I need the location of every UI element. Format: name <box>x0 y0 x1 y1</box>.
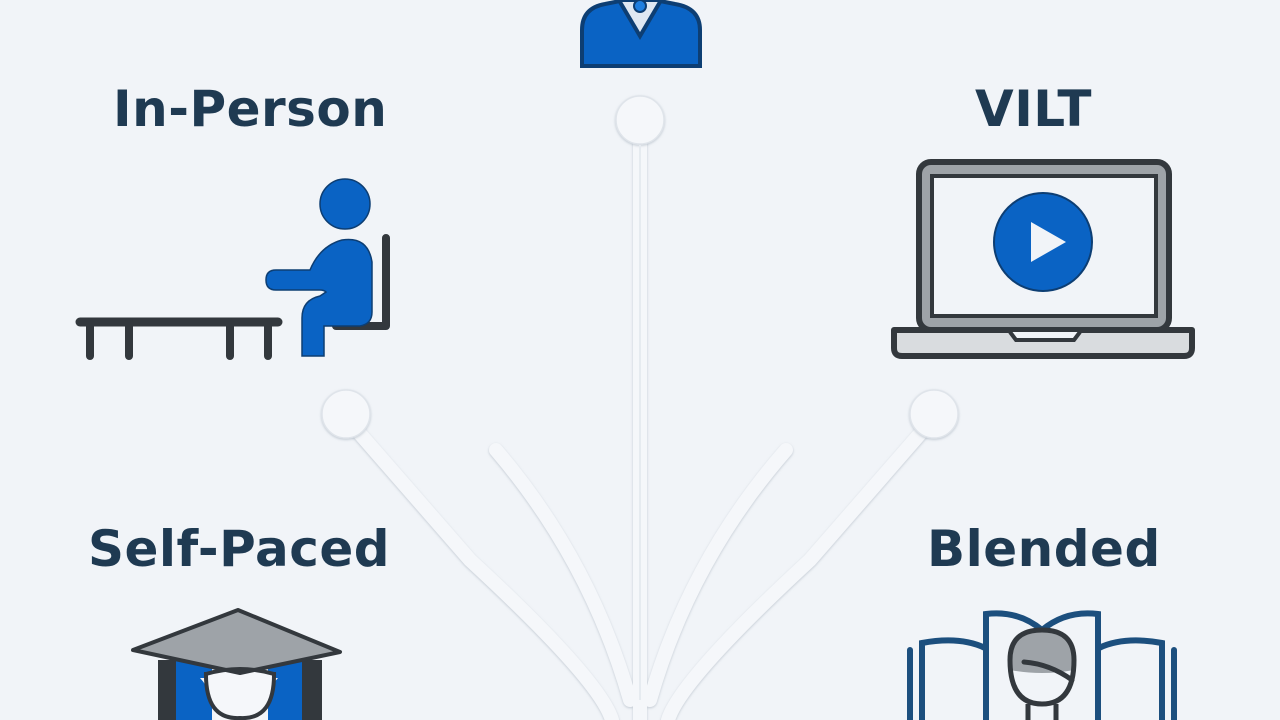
label-blended: Blended <box>927 520 1161 578</box>
connector-inner-left <box>489 443 637 707</box>
open-book-learner-icon <box>907 610 1177 720</box>
connector-self-paced <box>341 413 619 720</box>
node-right <box>909 389 959 439</box>
learner-bust-icon <box>580 0 702 68</box>
label-vilt: VILT <box>975 80 1092 138</box>
classroom-seated-learner-icon <box>75 178 390 360</box>
graduation-cap-learner-icon <box>131 608 342 720</box>
node-top <box>615 95 665 145</box>
label-self-paced: Self-Paced <box>88 520 391 578</box>
node-left <box>321 389 371 439</box>
label-in-person: In-Person <box>113 80 388 138</box>
connector-blended <box>661 413 939 720</box>
laptop-video-play-icon <box>891 159 1195 359</box>
connector-inner-right <box>643 443 793 707</box>
